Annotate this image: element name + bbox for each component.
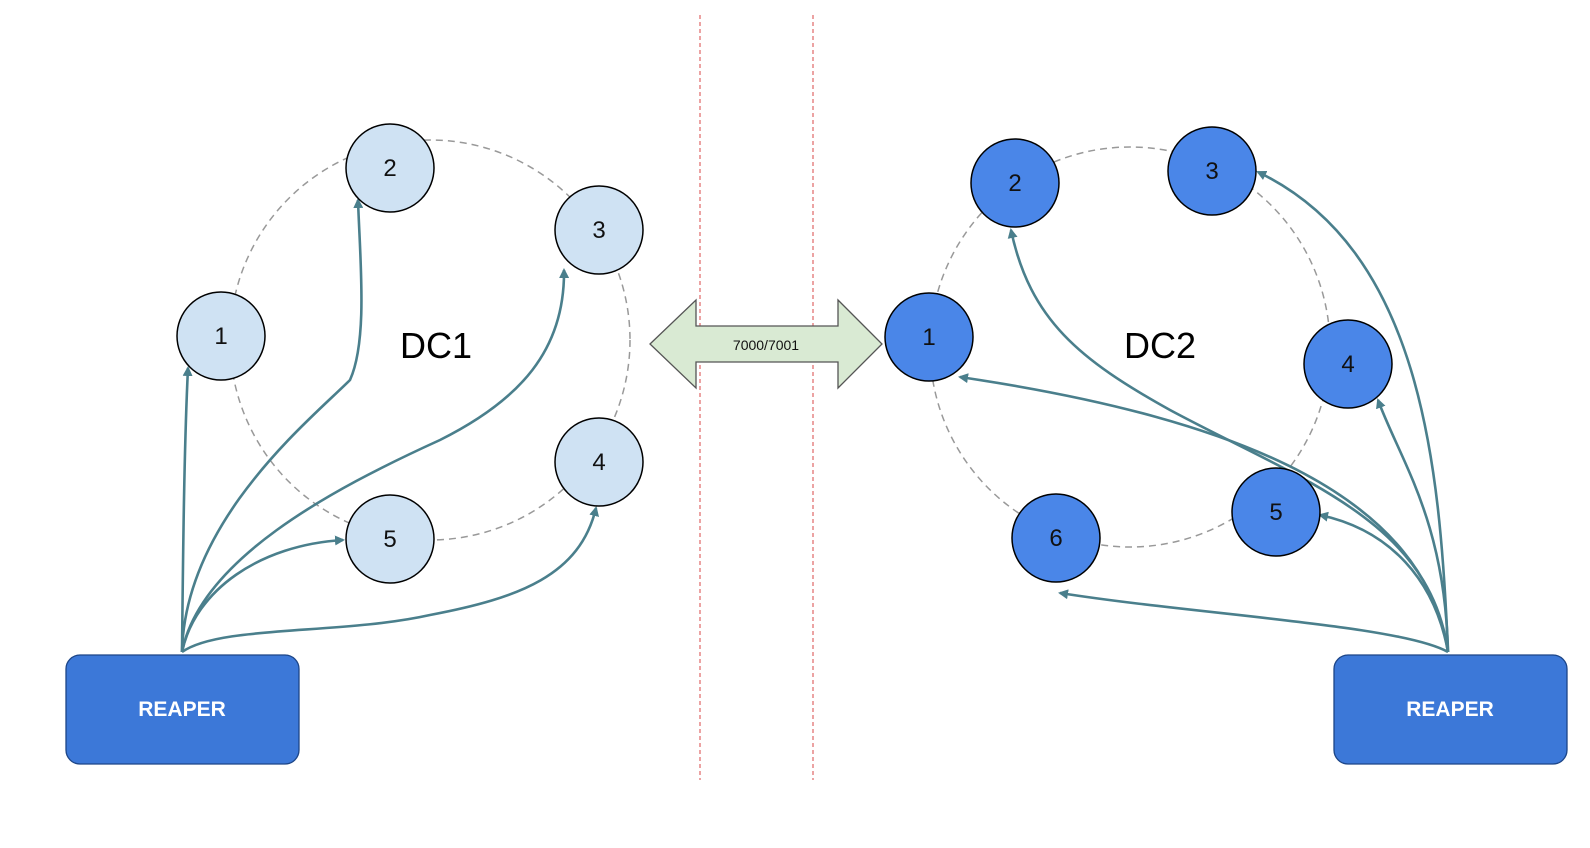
dc1-node-1[interactable]: 1	[176, 291, 266, 381]
dc1-edge-to-node-3	[180, 268, 570, 653]
dc1-node-3[interactable]: 3	[554, 185, 644, 275]
dc2-node-1-label: 1	[922, 324, 935, 351]
dc2-repair-edges	[958, 170, 1450, 654]
dc1-node-5[interactable]: 5	[345, 494, 435, 584]
dc2-node-3[interactable]: 3	[1167, 126, 1257, 216]
dc2-edge-to-node-6	[1058, 589, 1449, 654]
dc1-edge-to-node-2	[180, 198, 364, 653]
dc2-label: DC2	[1124, 325, 1196, 366]
dc2-node-5-label: 5	[1269, 499, 1282, 526]
dc1-edge-to-node-1	[180, 366, 193, 653]
dc2-node-5[interactable]: 5	[1231, 467, 1321, 557]
dc1-repair-edges	[180, 198, 599, 654]
dc2-node-2-label: 2	[1008, 170, 1021, 197]
dc1-node-5-label: 5	[383, 526, 396, 553]
dc2-node-1[interactable]: 1	[884, 292, 974, 382]
dc1-reaper[interactable]: REAPER	[65, 654, 300, 765]
dc1-node-4-label: 4	[592, 449, 605, 476]
dc1-node-4[interactable]: 4	[554, 417, 644, 507]
dc1-node-2[interactable]: 2	[345, 123, 435, 213]
dc2-edge-to-node-3	[1256, 170, 1450, 653]
dc2-node-3-label: 3	[1205, 158, 1218, 185]
dc2-edge-to-node-4	[1376, 398, 1450, 653]
port-link-arrow: 7000/7001	[649, 298, 883, 390]
dc2-reaper[interactable]: REAPER	[1333, 654, 1568, 765]
dc2-node-2[interactable]: 2	[970, 138, 1060, 228]
dc1-reaper-label: REAPER	[138, 698, 226, 721]
dc2-node-6[interactable]: 6	[1011, 493, 1101, 583]
dc1-label: DC1	[400, 325, 472, 366]
dc1-edge-to-node-4	[181, 506, 599, 654]
port-link-label: 7000/7001	[733, 337, 799, 353]
dc1-node-3-label: 3	[592, 217, 605, 244]
dc2-node-4[interactable]: 4	[1303, 319, 1393, 409]
dc2-edge-to-node-5	[1318, 511, 1450, 653]
dc1-node-2-label: 2	[383, 155, 396, 182]
dc2-edge-to-node-2	[1007, 228, 1450, 653]
dc2-node-6-label: 6	[1049, 525, 1062, 552]
dc1-node-1-label: 1	[214, 323, 227, 350]
dc2-node-4-label: 4	[1341, 351, 1354, 378]
dc2-reaper-label: REAPER	[1406, 698, 1494, 721]
dc1-edge-to-node-5	[180, 535, 345, 653]
